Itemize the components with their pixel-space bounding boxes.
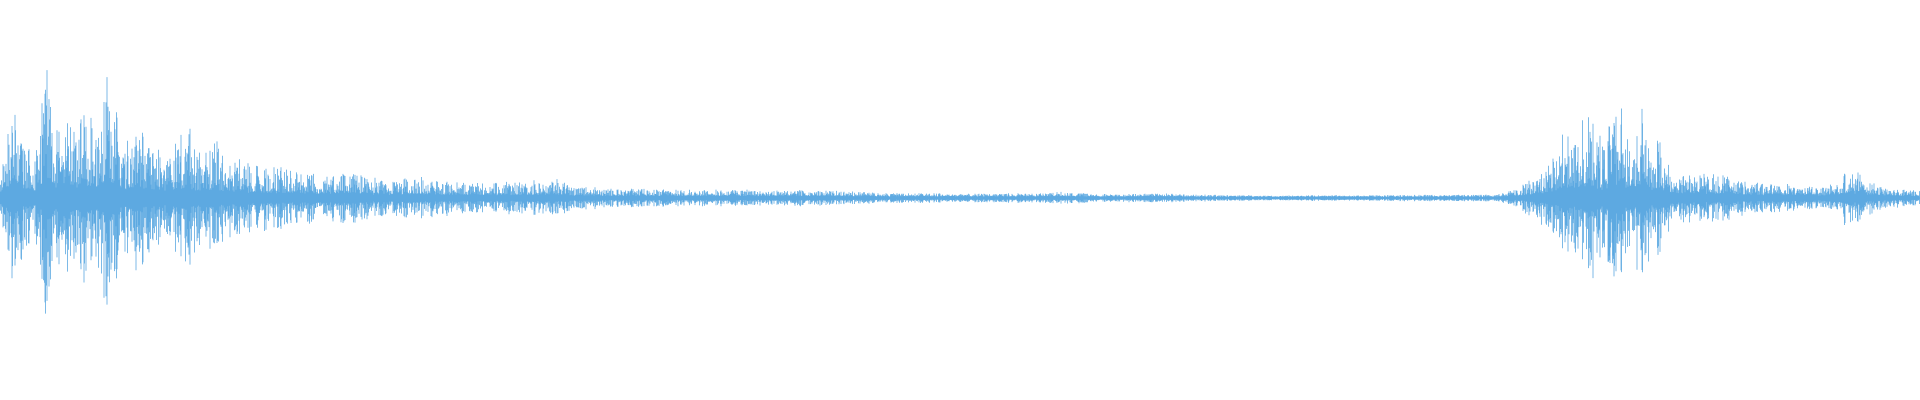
waveform-bars <box>0 70 1920 314</box>
waveform-signal <box>0 70 1920 314</box>
